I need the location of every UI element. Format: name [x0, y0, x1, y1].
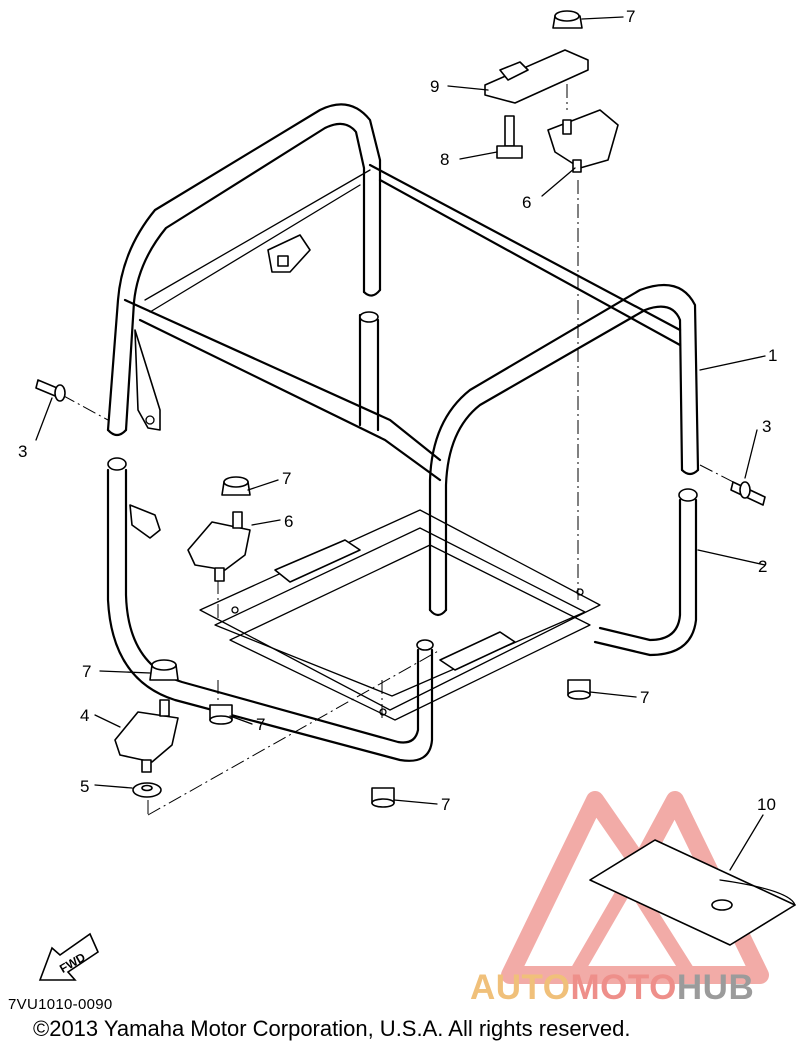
bracket-9: [484, 49, 589, 104]
callout-4: 4: [80, 706, 89, 725]
plate-10: [589, 839, 796, 946]
fwd-arrow-icon: FWD: [38, 932, 100, 981]
callout-3-left: 3: [18, 442, 27, 461]
watermark-hub: HUB: [676, 968, 755, 1007]
callout-7-top: 7: [626, 7, 635, 26]
callout-7-bottom-a: 7: [256, 715, 265, 734]
callout-7-bottom-c: 7: [640, 688, 649, 707]
watermark-auto: AUTO: [470, 968, 571, 1007]
nut-7-left: [149, 659, 179, 681]
watermark-moto: MOTO: [570, 968, 677, 1007]
nut-7-bottom-c: [567, 679, 591, 700]
lower-frame: [106, 457, 698, 762]
leader-lines: [35, 16, 766, 871]
callout-8: 8: [440, 150, 449, 169]
washer-5: [132, 782, 162, 798]
nut-7-bottom-a: [209, 704, 233, 725]
callout-6-middle: 6: [284, 512, 293, 531]
pin-3-left: [35, 379, 66, 402]
callout-7-middle: 7: [282, 469, 291, 488]
callout-9: 9: [430, 77, 439, 96]
bolt-8: [496, 115, 523, 159]
callout-1: 1: [768, 346, 777, 365]
callout-6-top: 6: [522, 193, 531, 212]
nut-7-middle: [221, 476, 251, 496]
callout-7-left: 7: [82, 662, 91, 681]
upper-frame: [106, 103, 700, 617]
copyright-notice: ©2013 Yamaha Motor Corporation, U.S.A. A…: [33, 1016, 631, 1041]
callout-10: 10: [757, 795, 776, 814]
callout-5: 5: [80, 777, 89, 796]
mount-4: [114, 699, 179, 773]
callout-7-bottom-b: 7: [441, 795, 450, 814]
nut-7-top: [552, 10, 583, 29]
watermark-text: AUTOMOTOHUB: [470, 968, 754, 1008]
nut-7-bottom-b: [371, 787, 395, 808]
mount-6-middle: [187, 511, 251, 582]
callout-3-right: 3: [762, 417, 771, 436]
part-code: 7VU1010-0090: [8, 996, 113, 1013]
pin-3-right: [730, 481, 766, 506]
mount-6-top: [547, 109, 619, 173]
callout-2: 2: [758, 557, 767, 576]
